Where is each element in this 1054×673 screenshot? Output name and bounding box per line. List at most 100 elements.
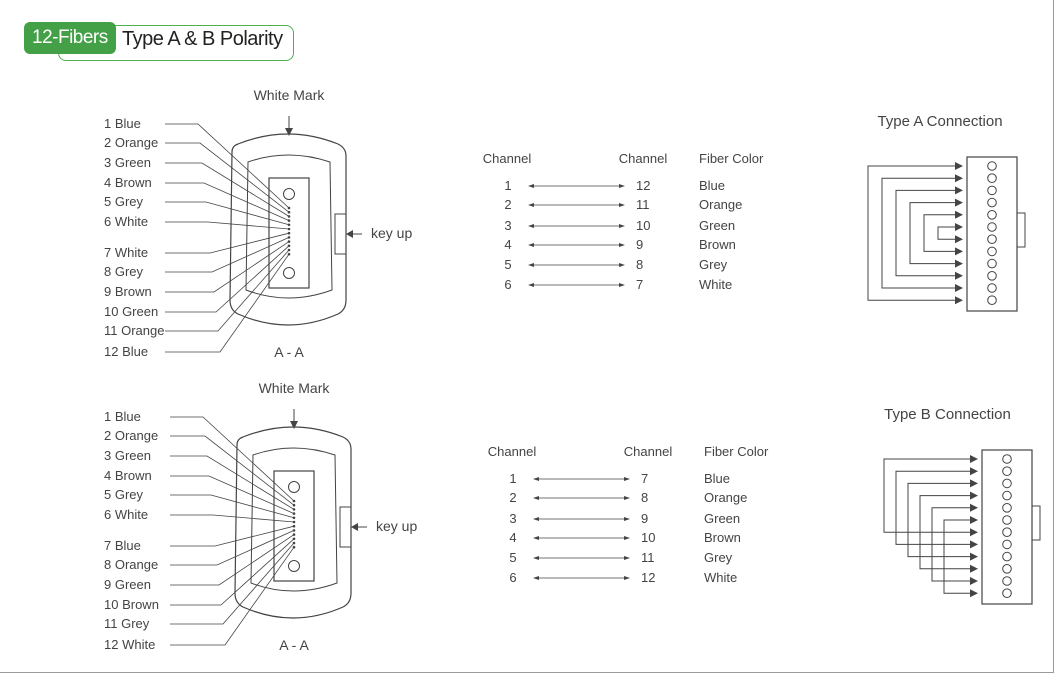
fiber-leader-line [170, 435, 295, 506]
type-b-fiber-path [931, 507, 970, 582]
type-a-fiber-path [923, 214, 955, 252]
guide-hole-top [283, 188, 295, 200]
channel-a-value: 4 [504, 237, 511, 252]
fiber-label: 11 Orange [104, 323, 164, 338]
channel-link-arrow-right [624, 556, 630, 560]
fiber-label: 7 White [104, 245, 148, 260]
channel-link-arrow-left [533, 536, 539, 540]
end-face-label: A - A [274, 344, 304, 360]
fiber-leader-line [165, 245, 290, 313]
channel-link-arrow-left [533, 517, 539, 521]
fiber-path-arrowhead [955, 186, 963, 195]
fiber-path-arrowhead [970, 564, 978, 573]
fiber-color-value: Blue [704, 471, 730, 486]
white-mark-label: White Mark [259, 380, 331, 396]
fiber-label: 12 Blue [104, 344, 148, 359]
schematic-fiber-hole [1002, 564, 1012, 574]
schematic-fiber-hole [1002, 490, 1012, 501]
fiber-leader-line [165, 201, 290, 226]
schematic-fiber-hole [1002, 539, 1012, 550]
fiber-label: 10 Green [104, 304, 158, 319]
fiber-color-value: Brown [704, 530, 741, 545]
guide-hole-bottom [288, 560, 300, 572]
fiber-path-arrowhead [955, 198, 963, 207]
schematic-fiber-hole [1002, 503, 1012, 513]
fiber-color-value: Green [699, 218, 735, 233]
fiber-path-arrowhead [955, 210, 963, 219]
fiber-path-arrowhead [970, 516, 978, 524]
connector-end-face [234, 409, 352, 619]
fiber-label: 4 Brown [104, 468, 152, 483]
fiber-path-arrowhead [970, 491, 978, 500]
fiber-label: 4 Brown [104, 175, 152, 190]
channel-b-value: 8 [641, 490, 648, 505]
fiber-path-arrowhead [955, 296, 963, 305]
connector-inner-body [250, 447, 338, 592]
fiber-path-arrowhead [970, 528, 978, 537]
connector-key [334, 213, 347, 255]
fiber-leader-line [170, 530, 295, 566]
channel-b-value: 12 [636, 178, 650, 193]
fiber-color-value: Blue [699, 178, 725, 193]
schematic-fiber-hole [987, 161, 997, 171]
end-face-label: A - A [279, 637, 309, 653]
fiber-count-tag: 12-Fibers [24, 22, 116, 54]
schematic-fiber-hole [987, 271, 997, 281]
channel-link-arrow-right [624, 477, 630, 481]
fiber-label: 6 White [104, 507, 148, 522]
table-row: 3 9 Green [509, 511, 740, 526]
fiber-path-arrowhead [970, 479, 978, 488]
fiber-leader-line [170, 546, 295, 646]
fiber-leader-line [165, 123, 290, 209]
type-a-fiber-path [867, 165, 955, 301]
fiber-path-arrowhead [970, 540, 978, 549]
schematic-fiber-hole [1002, 527, 1012, 537]
fiber-label: 1 Blue [104, 409, 141, 424]
schematic-fiber-hole [987, 185, 997, 196]
white-mark-arrowhead [285, 128, 293, 136]
fiber-label: 5 Grey [104, 487, 144, 502]
fiber-leader-line [165, 253, 290, 353]
channel-a-value: 3 [509, 511, 516, 526]
fiber-path-arrowhead [955, 247, 963, 256]
fiber-label: 2 Orange [104, 135, 158, 150]
fiber-leader-line [170, 455, 295, 510]
fiber-color-value: Orange [704, 490, 747, 505]
type-b-fiber-path [895, 470, 970, 545]
type-a-fiber-path [937, 226, 955, 240]
channel-link-arrow-left [528, 263, 534, 267]
channel-b-value: 10 [636, 218, 650, 233]
guide-hole-top [288, 481, 300, 493]
fiber-path-arrowhead [955, 235, 963, 244]
connector-end-face [229, 116, 347, 326]
channel-a-value: 6 [504, 277, 511, 292]
fiber-path-arrowhead [970, 467, 978, 476]
fiber-label: 1 Blue [104, 116, 141, 131]
type-a-fiber-path [909, 202, 955, 265]
channel-link-arrow-right [624, 576, 630, 580]
channel-b-value: 9 [641, 511, 648, 526]
channel-link-arrow-left [533, 496, 539, 500]
schematic-fiber-hole [987, 246, 997, 257]
fiber-path-arrowhead [955, 284, 963, 292]
fiber-color-value: Green [704, 511, 740, 526]
type-b-fiber-path [919, 495, 970, 570]
channel-a-value: 2 [504, 197, 511, 212]
fiber-leader-line [165, 182, 290, 221]
fiber-label: 3 Green [104, 155, 151, 170]
ferrule [268, 177, 310, 289]
fiber-leader-line [170, 514, 295, 523]
schematic-fiber-hole [1002, 478, 1012, 489]
channel-b-value: 11 [636, 197, 650, 212]
channel-b-value: 11 [641, 550, 655, 565]
guide-hole-bottom [283, 267, 295, 279]
schematic-fiber-hole [1002, 551, 1012, 562]
schematic-fiber-hole [987, 234, 997, 244]
channel-a-value: 4 [509, 530, 516, 545]
